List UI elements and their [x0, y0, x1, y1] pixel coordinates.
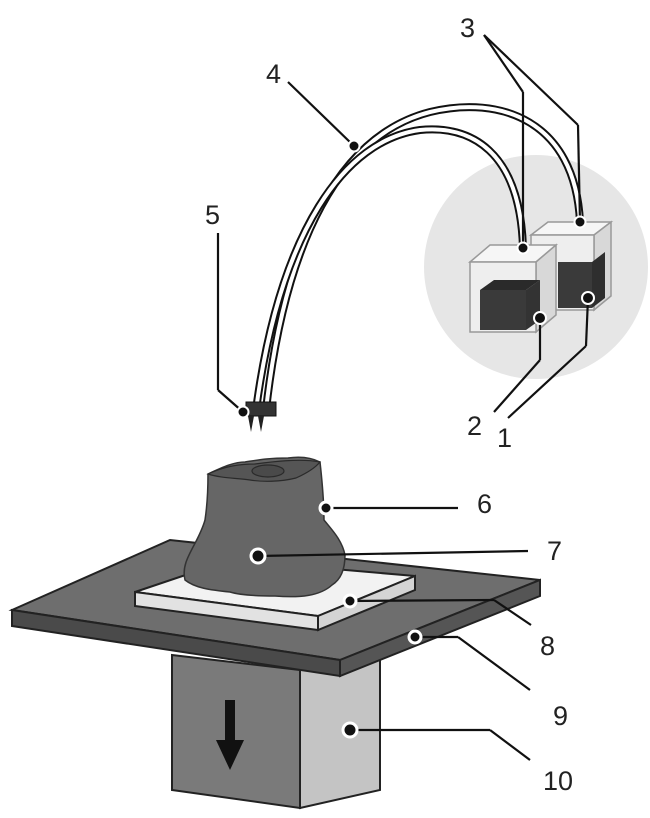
print-head [245, 401, 277, 432]
label-9: 9 [553, 701, 568, 731]
label-8: 8 [540, 631, 555, 661]
feed-tubes [252, 103, 584, 411]
dot-10 [341, 721, 359, 739]
label-6: 6 [477, 489, 492, 519]
dot-3-front [516, 241, 530, 255]
dot-2 [533, 311, 547, 325]
dot-3-back [573, 215, 587, 229]
arrow-down-icon [216, 700, 244, 770]
label-3: 3 [460, 13, 475, 43]
material-container-front [467, 243, 559, 334]
label-5: 5 [205, 200, 220, 230]
label-2: 2 [467, 411, 482, 441]
dot-4 [347, 139, 361, 153]
dot-9 [407, 629, 423, 645]
dot-7 [249, 547, 267, 565]
dot-8 [342, 593, 358, 609]
dot-6 [318, 500, 334, 516]
printed-part [183, 456, 346, 598]
label-4: 4 [266, 59, 281, 89]
label-7: 7 [547, 536, 562, 566]
dot-5 [236, 405, 250, 419]
leader-dots [236, 139, 595, 739]
label-1: 1 [497, 423, 512, 453]
label-10: 10 [543, 766, 573, 796]
dot-1 [581, 291, 595, 305]
